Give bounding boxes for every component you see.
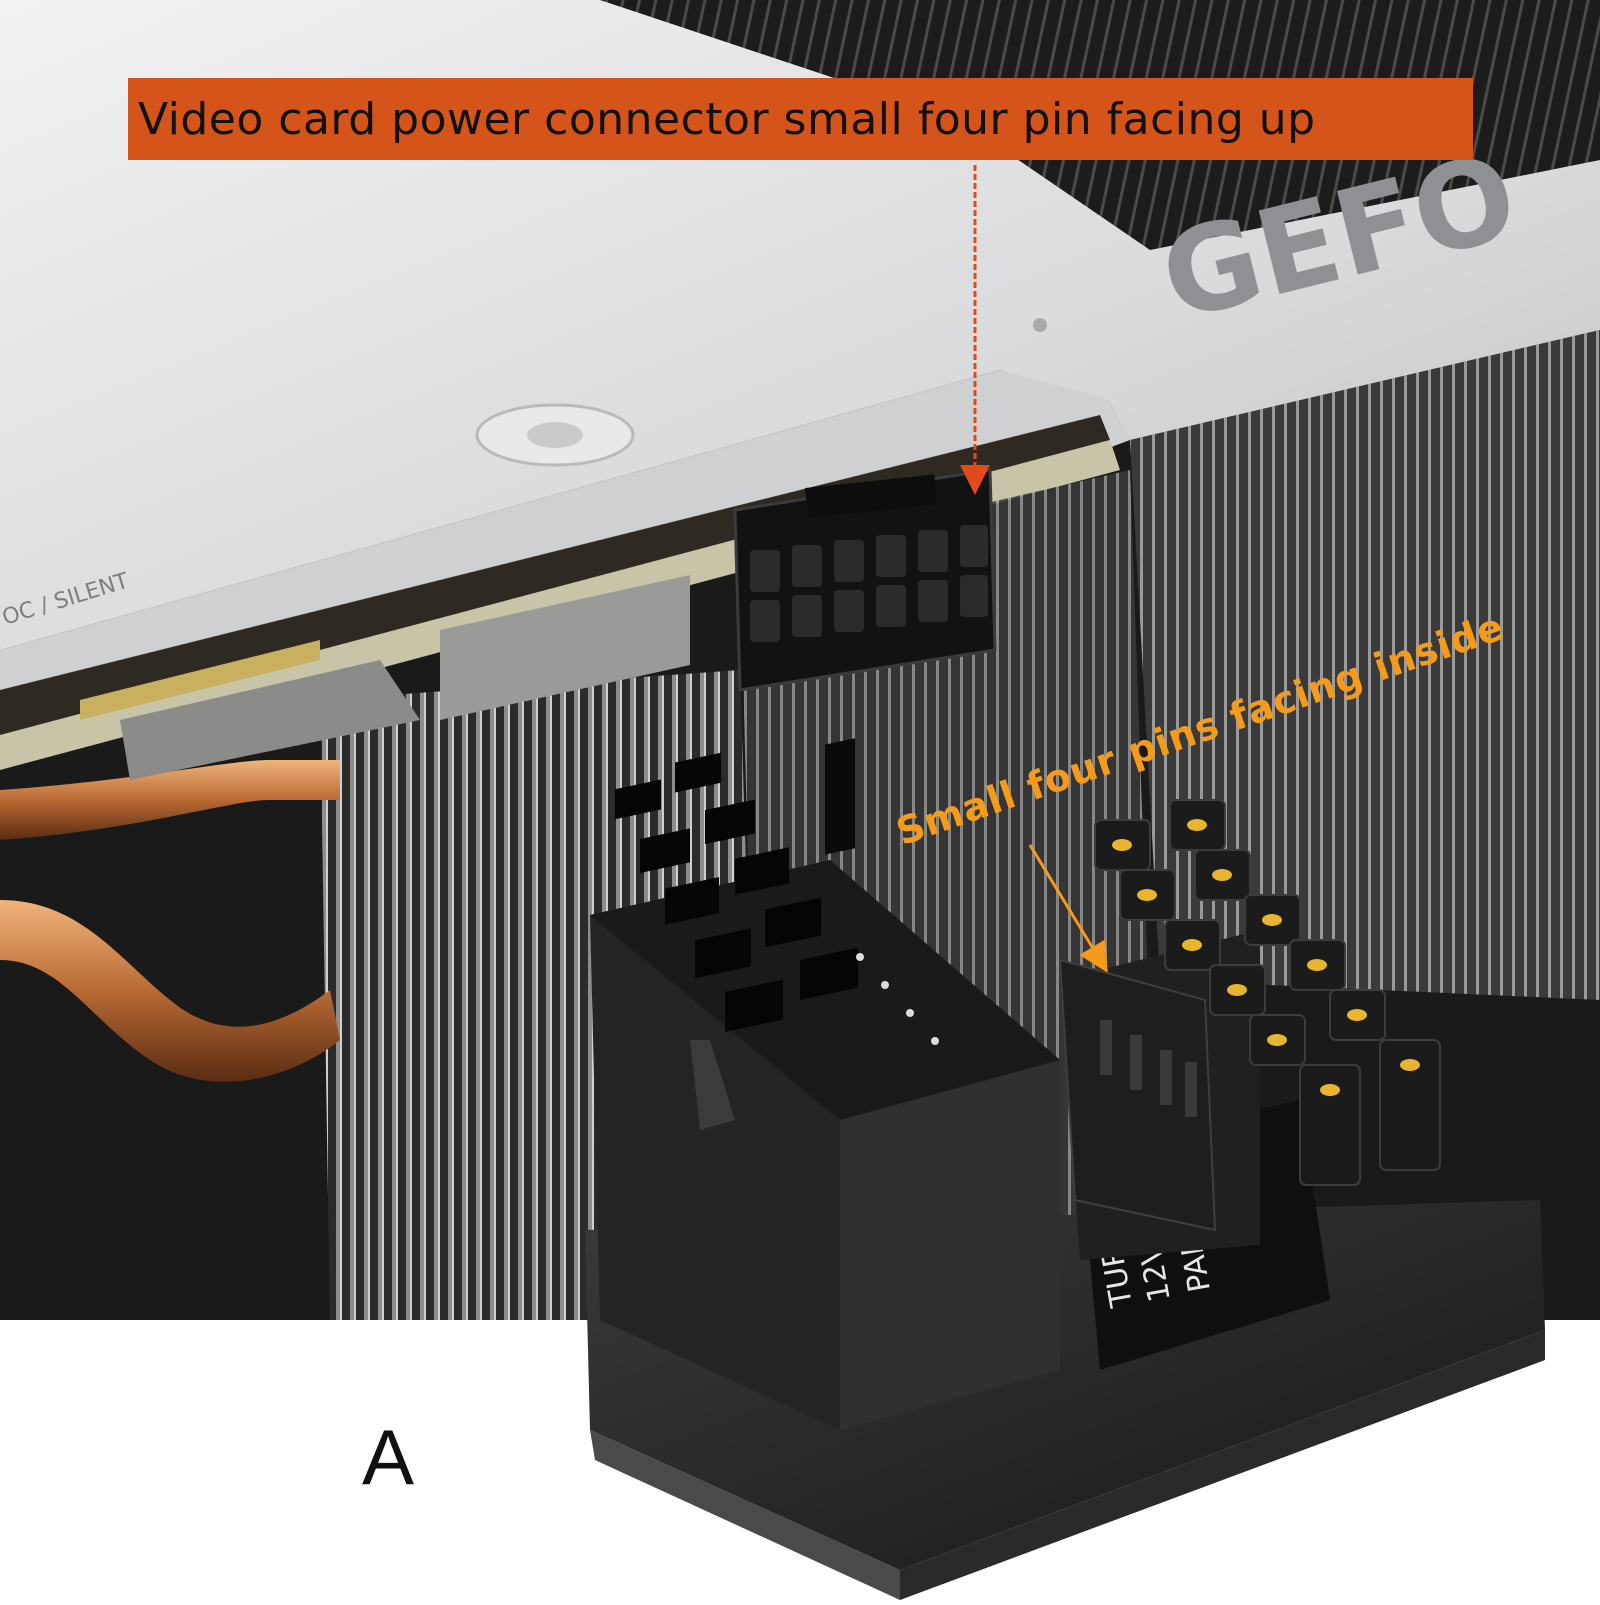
top-callout-text: Video card power connector small four pi… <box>138 93 1316 145</box>
diag-callout-arrow <box>1028 844 1108 973</box>
top-callout-box <box>128 78 1473 160</box>
variant-label: A <box>362 1413 415 1501</box>
